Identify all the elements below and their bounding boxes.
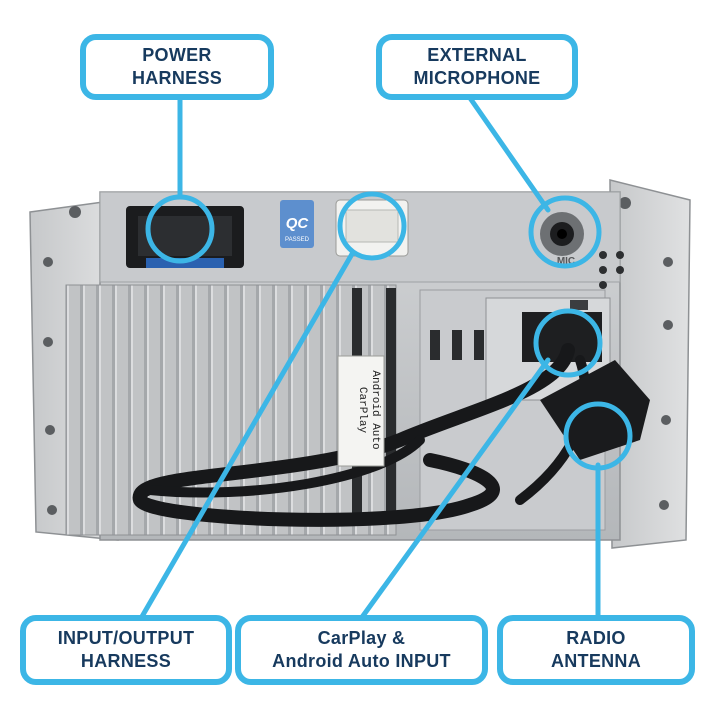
io-harness-line2: HARNESS <box>80 651 172 671</box>
cable-tag-line2: Android Auto <box>369 370 381 449</box>
external-microphone-line2: MICROPHONE <box>413 68 541 88</box>
ring-io-harness <box>337 191 407 261</box>
ring-antenna <box>563 401 633 471</box>
speaker-holes <box>599 251 624 289</box>
carplay-input-line1: CarPlay & <box>317 628 406 648</box>
ring-power-harness <box>145 194 215 264</box>
carplay-input-label: CarPlay & Android Auto INPUT <box>235 615 488 685</box>
radio-antenna-line1: RADIO <box>566 628 626 648</box>
power-harness-label: POWER HARNESS <box>80 34 274 100</box>
qc-badge-sub: PASSED <box>285 237 310 243</box>
io-harness-connector <box>335 199 409 257</box>
power-harness-line1: POWER <box>142 45 212 65</box>
right-bracket <box>609 179 691 549</box>
ring-carplay <box>533 308 603 378</box>
ring-mic <box>528 195 602 269</box>
radio-antenna-line2: ANTENNA <box>550 651 642 671</box>
qc-badge-main: QC <box>286 215 310 232</box>
carplay-input-line2: Android Auto INPUT <box>272 651 451 671</box>
mic-jack: MIC <box>540 212 584 267</box>
cable-tag: CarPlay Android Auto <box>337 355 385 467</box>
callout-rings <box>145 191 633 471</box>
mic-label: MIC <box>557 256 575 267</box>
io-harness-label: INPUT/OUTPUT HARNESS <box>20 615 232 685</box>
cable-tag-line1: CarPlay <box>356 387 368 434</box>
io-harness-line1: INPUT/OUTPUT <box>57 628 195 648</box>
power-harness-line2: HARNESS <box>131 68 223 88</box>
external-microphone-label: EXTERNAL MICROPHONE <box>376 34 578 100</box>
qc-badge: QC PASSED <box>280 200 314 248</box>
leader-lines <box>137 95 601 623</box>
external-microphone-line1: EXTERNAL <box>427 45 527 65</box>
radio-antenna-label: RADIO ANTENNA <box>497 615 695 685</box>
